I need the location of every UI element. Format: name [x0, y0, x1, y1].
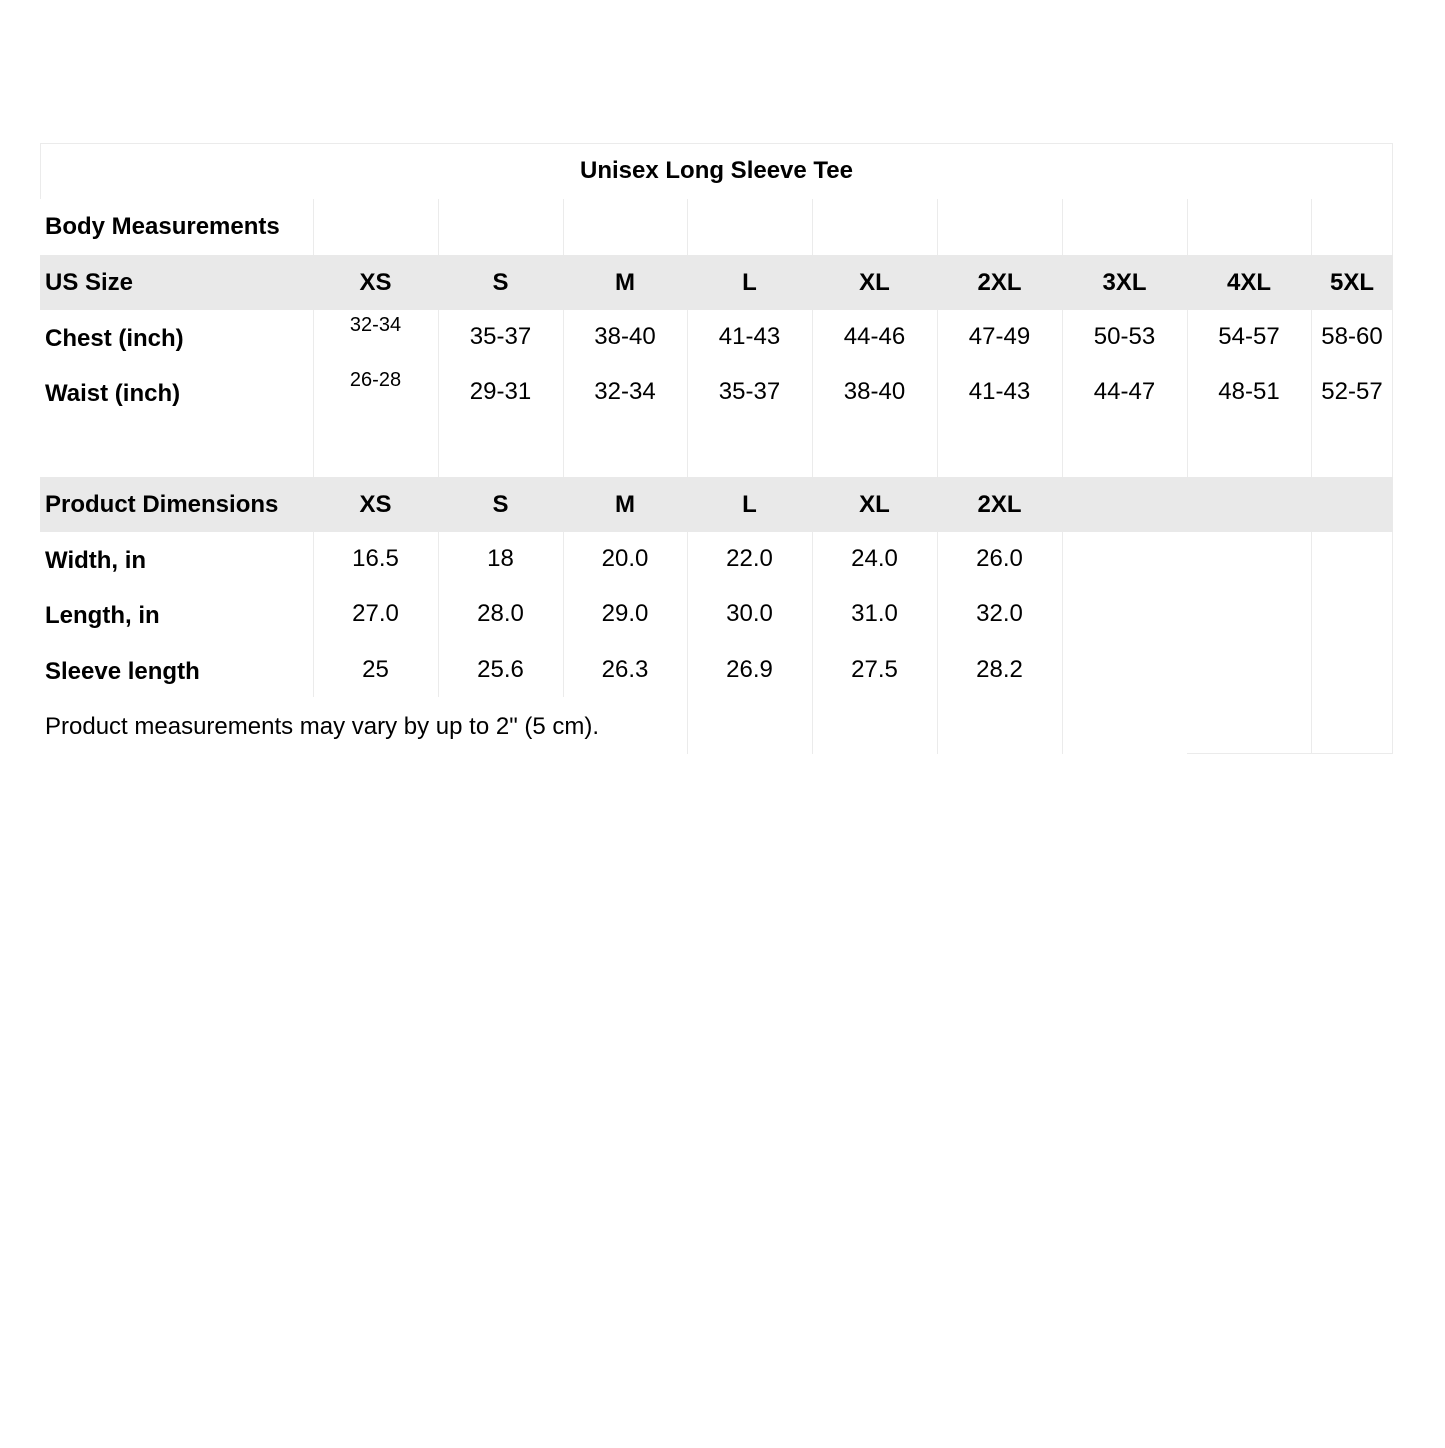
chest-value-l: 41-43 — [718, 323, 781, 350]
waist-value-xl: 38-40 — [843, 378, 906, 405]
us-size-header-row — [40, 255, 1393, 310]
waist-value-s: 29-31 — [469, 378, 532, 405]
grid-line — [687, 199, 688, 754]
grid-line — [438, 199, 439, 697]
dim-size-header-s: S — [492, 490, 509, 518]
width-value-s: 18 — [487, 545, 514, 572]
chest-value-5xl: 58-60 — [1321, 323, 1383, 350]
width-value-2xl: 26.0 — [976, 545, 1023, 572]
dim-size-header-m: M — [615, 490, 635, 518]
chest-value-xl: 44-46 — [843, 323, 906, 350]
width-value-xs: 16.5 — [352, 545, 399, 572]
product-dimensions-heading: Product Dimensions — [45, 490, 279, 518]
length-row-label: Length, in — [45, 602, 160, 629]
waist-value-4xl: 48-51 — [1218, 378, 1280, 405]
sleeve-value-2xl: 28.2 — [976, 656, 1023, 683]
sleeve-value-m: 26.3 — [601, 656, 649, 683]
waist-value-2xl: 41-43 — [968, 378, 1031, 405]
size-header-xs: XS — [359, 268, 392, 296]
length-value-l: 30.0 — [726, 600, 773, 627]
dim-size-header-2xl: 2XL — [977, 490, 1022, 518]
waist-value-m: 32-34 — [594, 378, 656, 405]
chest-value-4xl: 54-57 — [1218, 323, 1280, 350]
length-value-xl: 31.0 — [851, 600, 898, 627]
border-top — [40, 143, 1393, 144]
waist-row-label: Waist (inch) — [45, 380, 181, 407]
chest-row-label: Chest (inch) — [45, 324, 184, 352]
width-row-label: Width, in — [45, 546, 147, 574]
chest-value-3xl: 50-53 — [1093, 323, 1156, 350]
grid-line — [313, 199, 314, 697]
chart-title: Unisex Long Sleeve Tee — [580, 157, 853, 184]
width-value-xl: 24.0 — [851, 545, 898, 572]
sleeve-value-xl: 27.5 — [851, 656, 898, 683]
sleeve-length-row-label: Sleeve length — [45, 657, 200, 685]
size-chart: Unisex Long Sleeve Tee Body Measurements… — [40, 143, 1393, 754]
size-header-l: L — [742, 268, 757, 296]
length-value-m: 29.0 — [601, 600, 649, 627]
sleeve-value-s: 25.6 — [477, 656, 524, 683]
grid-line — [1187, 199, 1188, 477]
waist-value-xs: 26-28 — [349, 368, 402, 391]
body-measurements-heading: Body Measurements — [45, 213, 280, 240]
waist-value-5xl: 52-57 — [1321, 378, 1383, 405]
chest-value-m: 38-40 — [594, 323, 656, 350]
size-header-2xl: 2XL — [977, 268, 1022, 296]
grid-line — [1311, 199, 1312, 754]
grid-line — [1062, 199, 1063, 754]
waist-value-l: 35-37 — [718, 378, 781, 405]
size-header-3xl: 3XL — [1102, 268, 1147, 296]
sleeve-value-l: 26.9 — [726, 656, 773, 683]
size-header-s: S — [492, 268, 509, 296]
dim-size-header-xs: XS — [359, 490, 392, 518]
measurement-note: Product measurements may vary by up to 2… — [45, 713, 600, 740]
chest-value-s: 35-37 — [469, 323, 532, 350]
dim-size-header-xl: XL — [859, 490, 890, 518]
border-right — [1392, 143, 1393, 754]
width-value-l: 22.0 — [726, 545, 773, 572]
sleeve-value-xs: 25 — [362, 656, 389, 683]
dim-size-header-l: L — [742, 490, 757, 518]
waist-value-3xl: 44-47 — [1093, 378, 1156, 405]
border-left — [40, 143, 41, 199]
chest-value-xs: 32-34 — [349, 313, 402, 336]
product-dimensions-header-row — [40, 477, 1393, 532]
size-header-5xl: 5XL — [1329, 268, 1374, 296]
border-bottom — [1187, 753, 1393, 754]
chest-value-2xl: 47-49 — [968, 323, 1031, 350]
size-header-m: M — [615, 268, 635, 296]
us-size-label: US Size — [45, 268, 134, 296]
size-header-4xl: 4XL — [1226, 268, 1271, 296]
grid-line — [937, 199, 938, 754]
width-value-m: 20.0 — [601, 545, 649, 572]
length-value-xs: 27.0 — [352, 600, 399, 627]
size-header-xl: XL — [859, 268, 890, 296]
length-value-s: 28.0 — [477, 600, 524, 627]
grid-line — [563, 199, 564, 697]
grid-line — [812, 199, 813, 754]
length-value-2xl: 32.0 — [976, 600, 1023, 627]
